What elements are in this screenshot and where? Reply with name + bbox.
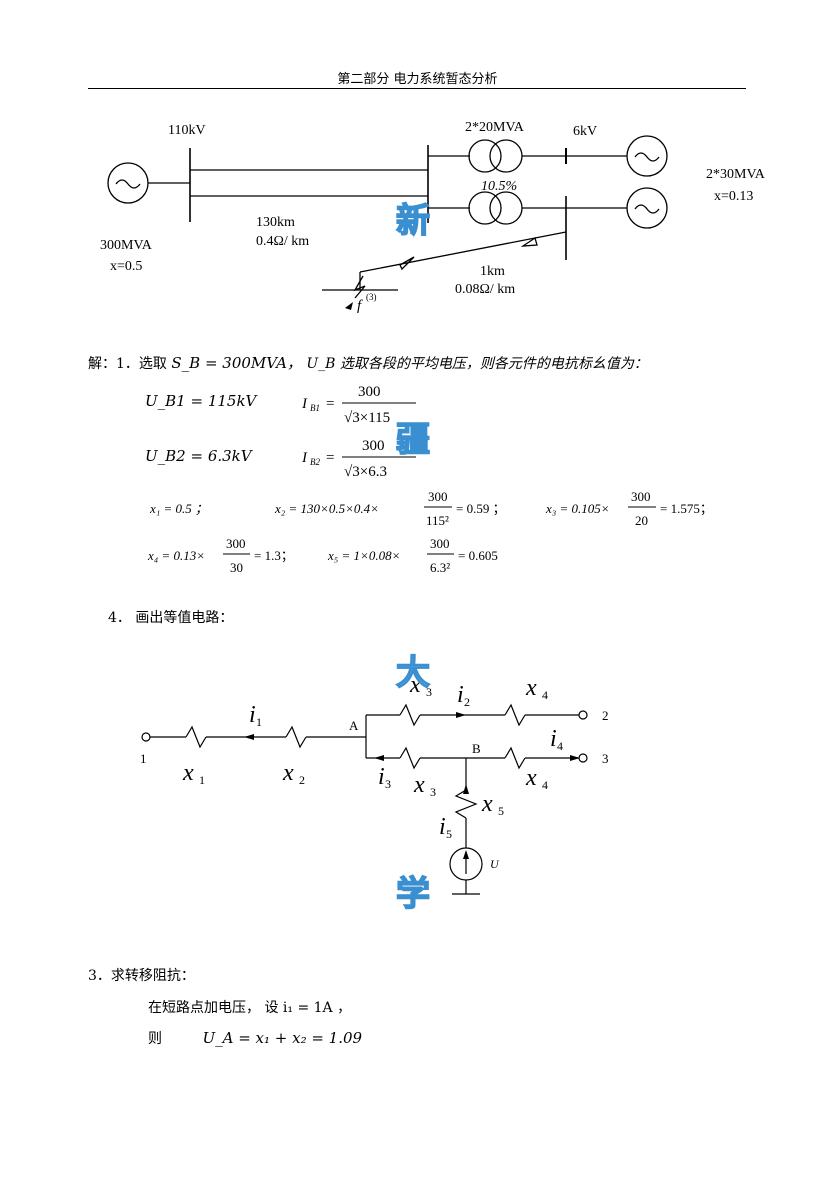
x5-label: x [481, 791, 493, 817]
svg-text:5: 5 [446, 827, 452, 841]
step3-label: 3．求转移阻抗： [88, 968, 195, 984]
watermark-char-2: 疆 [395, 419, 431, 461]
bus-voltage-label: 110kV [168, 123, 206, 138]
x3-lower-label: x [413, 772, 425, 798]
svg-text:4: 4 [542, 688, 548, 702]
svg-text:2: 2 [464, 695, 470, 709]
x5-res: = 0.605 [458, 548, 498, 563]
solution-intro: 解：1．选取 S_B = 300MVA， U_B 选取各段的平均电压，则各元件的… [88, 354, 648, 372]
system-diagram: 110kV 130km 0.4Ω/ km 300MVA x=0.5 2*20MV… [100, 120, 766, 314]
i2-label: i [457, 682, 464, 708]
equivalent-circuit: 1 2 3 A B x 1 x 2 x 3 x 3 x 4 x 4 x 5 i … [140, 672, 609, 895]
node-b-label: B [472, 741, 481, 756]
node-3-label: 3 [602, 751, 609, 766]
ib1-num: 300 [358, 384, 381, 400]
ib2-num: 300 [362, 438, 385, 454]
svg-text:2: 2 [299, 773, 305, 787]
x3-num: 300 [631, 489, 651, 504]
svg-text:1: 1 [256, 715, 262, 729]
ib2-den: √3×6.3 [344, 464, 387, 480]
svg-text:5: 5 [498, 804, 504, 818]
svg-text:3: 3 [385, 777, 391, 791]
generator-upper-icon [626, 135, 668, 177]
x5-pre: x₅ = 1×0.08× [327, 548, 400, 563]
node-1-label: 1 [140, 751, 147, 766]
x5-num: 300 [430, 536, 450, 551]
ub2-eq: U_B2 = 6.3kV [145, 447, 252, 465]
x3-upper-label: x [409, 672, 421, 698]
x2-den: 115² [426, 513, 449, 528]
i1-label: i [249, 702, 256, 728]
x1-eq: x₁ = 0.5 ； [149, 501, 208, 516]
x4-den: 30 [230, 560, 243, 575]
line-reactance-label: 0.4Ω/ km [256, 234, 309, 249]
gen-rating-label: 2*30MVA [706, 167, 766, 182]
svg-text:1: 1 [199, 773, 205, 787]
i4-label: i [550, 726, 557, 752]
source-rating-label: 300MVA [100, 238, 153, 253]
x2-label: x [282, 760, 294, 786]
x5-den: 6.3² [430, 560, 450, 575]
x4-lower-label: x [525, 765, 537, 791]
reactance-row-1: x₁ = 0.5 ； x₂ = 130×0.5×0.4× 300 115² = … [149, 489, 713, 528]
svg-text:=: = [326, 396, 334, 412]
page-header: 第二部分 电力系统暂态分析 [337, 72, 498, 87]
transformer-rating-label: 2*20MVA [465, 120, 525, 135]
svg-text:B2: B2 [310, 457, 320, 467]
transformer-uk-label: 10.5% [481, 179, 517, 194]
header-rule [88, 88, 746, 89]
x3-res: = 1.575； [660, 501, 713, 517]
x3-pre: x₃ = 0.105× [545, 501, 610, 516]
x3-den: 20 [635, 513, 648, 528]
cable-length-label: 1km [480, 264, 505, 279]
svg-text:3: 3 [426, 685, 432, 699]
watermark-char-3: 大 [395, 652, 431, 694]
step3-line2: 则 U_A = x₁ + x₂ = 1.09 [148, 1029, 363, 1047]
x4-res: = 1.3； [254, 548, 294, 564]
svg-text:I: I [301, 396, 308, 412]
fault-label: f [357, 298, 363, 314]
svg-text:4: 4 [542, 778, 548, 792]
svg-text:4: 4 [557, 739, 563, 753]
node-a-label: A [349, 718, 359, 733]
x2-pre: x₂ = 130×0.5×0.4× [274, 501, 379, 516]
source-x-label: x=0.5 [110, 259, 142, 274]
x4-pre: x₄ = 0.13× [147, 548, 205, 563]
gen-x-label: x=0.13 [714, 189, 753, 204]
node-1-terminal [141, 732, 151, 742]
svg-text:=: = [326, 450, 334, 466]
watermark-char-1: 新 [395, 200, 431, 242]
i3-label: i [378, 764, 385, 790]
reactance-row-2: x₄ = 0.13× 300 30 = 1.3； x₅ = 1×0.08× 30… [147, 536, 498, 575]
x4-upper-label: x [525, 675, 537, 701]
svg-text:B1: B1 [310, 403, 320, 413]
ib1-eq: I B1 = 300 √3×115 [301, 384, 416, 426]
step3-line1: 在短路点加电压， 设 i₁ = 1A ， [148, 1000, 352, 1016]
x4-num: 300 [226, 536, 246, 551]
node-2-label: 2 [602, 708, 609, 723]
svg-text:3: 3 [430, 785, 436, 799]
fault-sup-label: (3) [366, 292, 377, 302]
svg-text:I: I [301, 450, 308, 466]
gen-voltage-label: 6kV [573, 124, 597, 139]
source-u-label: U [490, 857, 500, 871]
ib1-den: √3×115 [344, 410, 390, 426]
i5-label: i [439, 814, 446, 840]
step4-label: 4． 画出等值电路： [108, 610, 234, 626]
watermark-char-4: 学 [395, 873, 431, 915]
generator-lower-icon [626, 187, 668, 229]
x2-res: = 0.59 ； [456, 501, 506, 517]
ib2-eq: I B2 = 300 √3×6.3 [301, 438, 416, 480]
x1-label: x [182, 760, 194, 786]
x2-num: 300 [428, 489, 448, 504]
line-length-label: 130km [256, 215, 295, 230]
ub1-eq: U_B1 = 115kV [145, 392, 257, 410]
cable-reactance-label: 0.08Ω/ km [455, 282, 515, 297]
